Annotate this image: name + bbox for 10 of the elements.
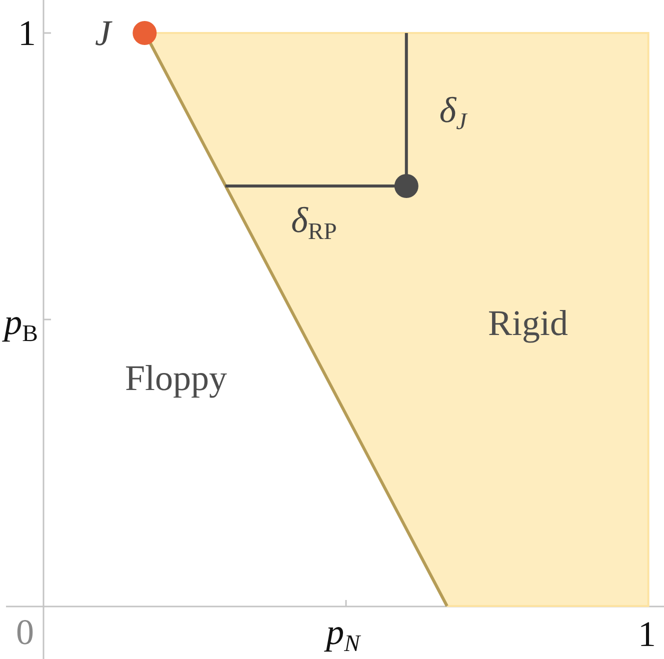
axis-label: p$_{N}$ [323, 614, 362, 650]
tick-label: 1 [637, 616, 657, 652]
tick-label: 0 [15, 614, 35, 650]
region-label: Rigid [486, 305, 569, 341]
distance-label: δ$_{RP}$ [290, 202, 338, 238]
axis-label: p$_{B}$ [1, 304, 39, 340]
point-label: J [94, 15, 114, 51]
region-label: Floppy [124, 360, 228, 396]
tick-label: 1 [17, 15, 37, 51]
distance-label: δ$_{J}$ [438, 92, 468, 128]
